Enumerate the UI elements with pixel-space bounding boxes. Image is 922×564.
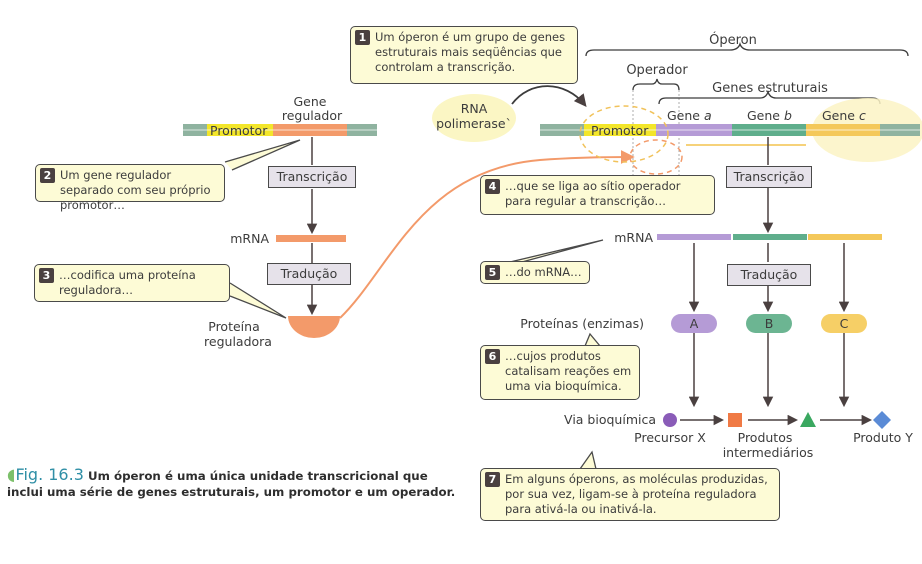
rna-polymerase-blob <box>432 94 516 142</box>
callout6-pointer <box>584 332 601 347</box>
pathway-label: Via bioquímica <box>564 412 656 427</box>
callout-3: 3 …codifica uma proteína reguladora… <box>34 264 230 302</box>
callout-6-number: 6 <box>485 349 500 364</box>
right-mrna-label: mRNA <box>614 230 653 245</box>
callout-1-text: Um óperon é um grupo de genes estruturai… <box>375 30 566 74</box>
protein-label-1: Proteína <box>208 319 259 334</box>
mrna-segment-b <box>733 234 807 240</box>
callout-2-text: Um gene regulador separado com seu própr… <box>60 168 211 212</box>
precursor-label: Precursor X <box>634 430 706 445</box>
operon-promotor-label: Promotor <box>591 123 649 138</box>
enzyme-a-label: A <box>690 316 699 331</box>
intermediates-label-1: Produtos <box>738 430 793 445</box>
precursor-x-icon <box>663 413 677 427</box>
intermediates-label-2: intermediários <box>723 445 814 460</box>
gene-b-label: Gene b <box>747 108 792 123</box>
gene-a-label: Gene a <box>667 108 712 123</box>
left-transcription-box: Transcrição <box>268 166 356 188</box>
callout7-pointer <box>579 450 597 470</box>
enzyme-b <box>746 314 792 333</box>
enzyme-c <box>821 314 867 333</box>
callout-3-number: 3 <box>39 268 54 283</box>
enzyme-a <box>671 314 717 333</box>
product-y-icon <box>873 411 891 429</box>
callout3-pointer <box>229 282 287 319</box>
callout-7-text: Em alguns óperons, as moléculas produzid… <box>505 472 768 516</box>
operon-bracket <box>585 41 909 57</box>
intermediate-2-icon <box>800 412 816 427</box>
operon-label: Óperon <box>709 32 757 48</box>
rna-polymerase-label-1: RNA <box>461 101 488 116</box>
callout-1-number: 1 <box>355 30 370 45</box>
caption-marker-icon: ◖ <box>7 465 16 484</box>
enzyme-c-label: C <box>840 316 849 331</box>
right-transcription-box: Transcrição <box>726 166 812 188</box>
rna-polymerase-label-2: polimerase` <box>436 116 512 131</box>
left-mrna-label: mRNA <box>230 231 269 246</box>
callout-2-number: 2 <box>40 168 55 183</box>
structural-genes-label: Genes estruturais <box>712 81 828 96</box>
callout-4-number: 4 <box>485 179 500 194</box>
intermediate-1-icon <box>728 413 742 427</box>
regulator-gene-label-2: regulador <box>282 108 343 123</box>
caption-fig-number: Fig. 16.3 <box>15 465 84 484</box>
callout-7: 7 Em alguns óperons, as moléculas produz… <box>480 468 780 521</box>
callout-3-text: …codifica uma proteína reguladora… <box>59 268 196 297</box>
operator-label: Operador <box>626 63 688 78</box>
mrna-segment-c <box>808 234 882 240</box>
right-translation-box: Tradução <box>727 264 811 286</box>
callout-2: 2 Um gene regulador separado com seu pró… <box>35 164 225 212</box>
enzyme-b-label: B <box>765 316 774 331</box>
regulatory-protein-icon <box>288 316 340 338</box>
callout-1: 1 Um óperon é um grupo de genes estrutur… <box>350 26 578 84</box>
callout-4: 4 …que se liga ao sítio operador para re… <box>480 175 715 215</box>
proteins-label: Proteínas (enzimas) <box>520 316 644 331</box>
polymerase-arrow <box>511 85 587 107</box>
operator-bracket <box>632 78 680 91</box>
caption-text: Um óperon é uma única unidade transcrici… <box>7 469 456 499</box>
regulator-promotor-label: Promotor <box>210 123 268 138</box>
regulator-gene-label-1: Gene <box>294 94 327 109</box>
figure-caption: ◖Fig. 16.3 Um óperon é uma única unidade… <box>7 467 467 500</box>
operon-dna <box>540 98 922 162</box>
left-translation-box: Tradução <box>267 263 351 285</box>
callout-5-text: …do mRNA… <box>505 265 582 279</box>
callout-5-number: 5 <box>485 265 500 280</box>
callout-4-text: …que se liga ao sítio operador para regu… <box>505 179 681 208</box>
mrna-segment-a <box>657 234 731 240</box>
callout-7-number: 7 <box>485 472 500 487</box>
regulator-mrna <box>276 235 346 242</box>
product-label: Produto Y <box>853 430 913 445</box>
regulator-dna <box>183 124 377 136</box>
callout2-pointer <box>224 139 301 171</box>
callout-5: 5 …do mRNA… <box>480 261 590 284</box>
protein-label-2: reguladora <box>204 334 272 349</box>
callout-6: 6 …cujos produtos catalisam reações em u… <box>480 345 640 400</box>
polymerase-binding-outline <box>579 105 669 163</box>
callout5-pointer <box>509 239 604 263</box>
operator-binding-outline <box>629 139 683 175</box>
callout-6-text: …cujos produtos catalisam reações em uma… <box>505 349 632 393</box>
gene-c-label: Gene c <box>822 108 866 123</box>
